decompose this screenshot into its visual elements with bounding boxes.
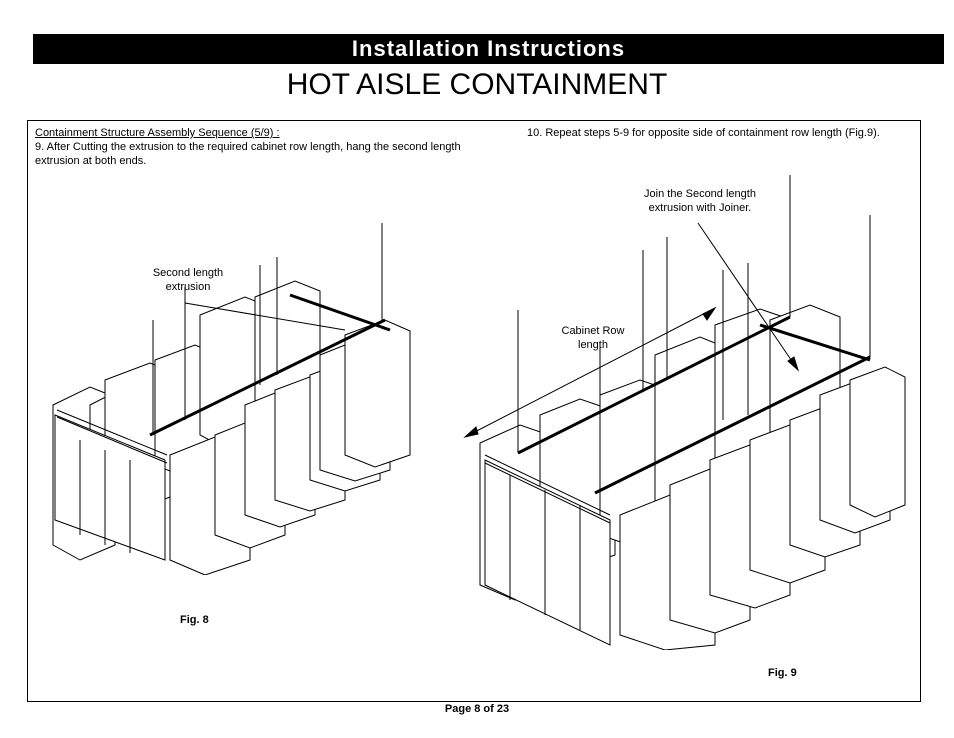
fig9-illustration — [463, 175, 906, 650]
page-number: Page 8 of 23 — [444, 703, 510, 715]
fig8-label: Fig. 8 — [180, 614, 209, 626]
header-banner: Installation Instructions — [33, 34, 944, 64]
fig9-callout-joiner: Join the Second length extrusion with Jo… — [644, 188, 756, 214]
fig9-label: Fig. 9 — [768, 667, 797, 679]
left-instructions: Containment Structure Assembly Sequence … — [35, 126, 485, 168]
step-10-text: 10. Repeat steps 5-9 for opposite side o… — [527, 127, 880, 139]
fig8-illustration — [52, 223, 411, 575]
sequence-heading: Containment Structure Assembly Sequence … — [35, 127, 280, 139]
fig9-callout-row-length: Cabinet Row length — [561, 325, 625, 351]
content-frame — [27, 120, 921, 702]
document-title: HOT AISLE CONTAINMENT — [286, 68, 668, 101]
right-instructions: 10. Repeat steps 5-9 for opposite side o… — [527, 126, 887, 140]
step-9-text: 9. After Cutting the extrusion to the re… — [35, 141, 461, 167]
fig8-callout-extrusion: Second length extrusion — [152, 267, 224, 293]
header-title: Installation Instructions — [351, 36, 626, 61]
